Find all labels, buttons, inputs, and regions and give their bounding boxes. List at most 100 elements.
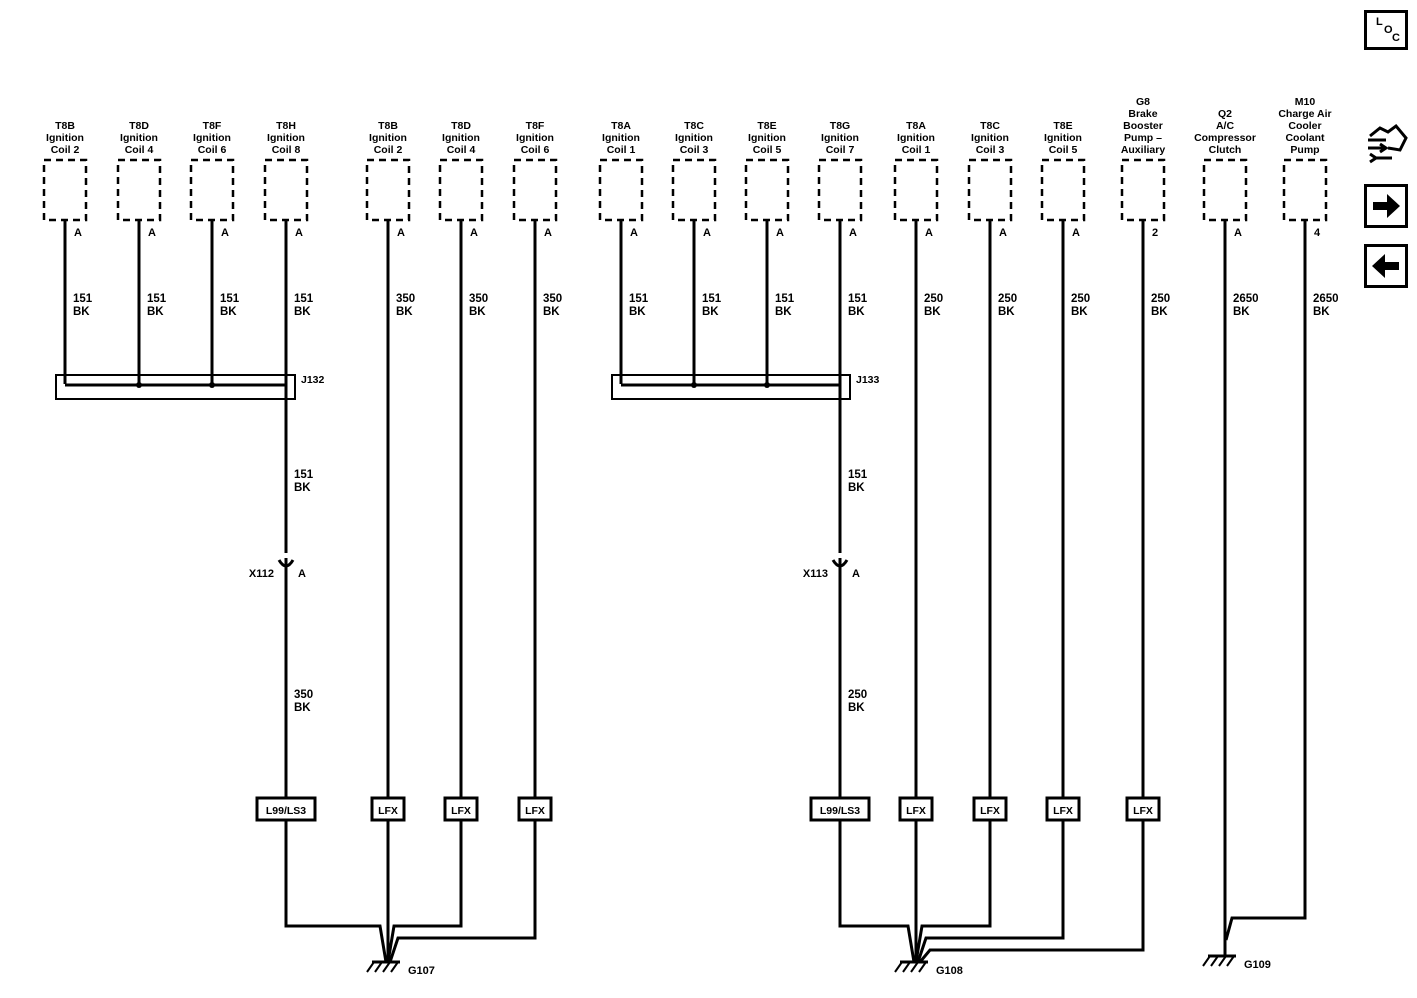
connector-box: [189, 158, 235, 222]
ground-wire: [914, 821, 992, 963]
option-frame: [1045, 796, 1081, 822]
wire-color: BK: [147, 306, 164, 318]
option-box: LFX: [517, 796, 553, 926]
loc-button[interactable]: L O C: [1364, 10, 1408, 50]
splice-dot: [209, 382, 215, 388]
component-label: T8D: [451, 120, 471, 132]
wire-gauge: 250: [924, 293, 943, 305]
wire-color: BK: [294, 482, 311, 494]
ground-wire: [386, 821, 463, 963]
component-label: Coolant: [1285, 132, 1325, 144]
component-label: Coil 2: [51, 144, 80, 156]
splice-label: J132: [301, 374, 325, 386]
ground-label: G109: [1244, 959, 1271, 971]
wire-gauge: 250: [1071, 293, 1090, 305]
pin-label: A: [1072, 227, 1080, 239]
component-label: Coil 5: [753, 144, 782, 156]
connector-box: [42, 158, 88, 222]
pin-label: A: [397, 227, 405, 239]
wire-color: BK: [848, 306, 865, 318]
component-label: T8C: [980, 120, 1000, 132]
wire-gauge: 350: [469, 293, 488, 305]
connector-box: [671, 158, 717, 222]
connector-box: [744, 158, 790, 222]
component-label: Coil 1: [902, 144, 931, 156]
ground-hatch: [1218, 955, 1227, 967]
wire-color: BK: [775, 306, 792, 318]
wire-gauge: 350: [396, 293, 415, 305]
option-frame: [370, 796, 406, 822]
component-label: T8F: [526, 120, 545, 132]
option-label: LFX: [980, 805, 1000, 817]
wire-color: BK: [220, 306, 237, 318]
component-label: Ignition: [46, 132, 84, 144]
splice-dot: [764, 382, 770, 388]
connector-box: [438, 158, 484, 222]
wire-color: BK: [469, 306, 486, 318]
option-frame: [898, 796, 934, 822]
splice-j132: J132: [55, 374, 325, 400]
option-box: L99/LS3: [809, 796, 871, 926]
component-label: Coil 4: [447, 144, 476, 156]
ground-wire: [838, 821, 916, 963]
ground-wire: [284, 821, 388, 963]
pin-label: A: [295, 227, 303, 239]
component-label: Booster: [1123, 120, 1163, 132]
wire-color: BK: [848, 482, 865, 494]
component-label: Ignition: [602, 132, 640, 144]
component-label: Ignition: [821, 132, 859, 144]
loc-letter-l: L: [1376, 16, 1383, 28]
component-label: Ignition: [193, 132, 231, 144]
ground-hatch: [918, 961, 927, 973]
option-box: LFX: [443, 796, 479, 926]
connector-box: [598, 158, 644, 222]
wire-color: BK: [848, 702, 865, 714]
component-label: Coil 4: [125, 144, 154, 156]
prev-page-button[interactable]: [1364, 244, 1408, 288]
wire-color: BK: [1313, 306, 1330, 318]
ground-g107: G107: [284, 821, 537, 977]
component-label: T8C: [684, 120, 704, 132]
ground-wire: [1224, 221, 1307, 941]
wire-color: BK: [1071, 306, 1088, 318]
component-label: Coil 8: [272, 144, 301, 156]
component-label: Ignition: [675, 132, 713, 144]
component-label: Ignition: [897, 132, 935, 144]
component-label: T8B: [378, 120, 398, 132]
wire-color: BK: [702, 306, 719, 318]
splice-label: J133: [856, 374, 880, 386]
component-label: Pump: [1290, 144, 1319, 156]
option-label: L99/LS3: [266, 805, 306, 817]
next-page-button[interactable]: [1364, 184, 1408, 228]
inline-pin: A: [852, 568, 860, 580]
wire-gauge: 151: [73, 293, 93, 305]
component-label: Ignition: [120, 132, 158, 144]
wire-gauge: 151: [775, 293, 795, 305]
component-label: Ignition: [1044, 132, 1082, 144]
component-label: Coil 6: [521, 144, 550, 156]
component-label: Clutch: [1209, 144, 1242, 156]
pin-label: A: [999, 227, 1007, 239]
component-label: Ignition: [442, 132, 480, 144]
splice-j133: J133: [611, 374, 880, 400]
option-frame: [972, 796, 1008, 822]
component-label: T8E: [757, 120, 776, 132]
connector-box: [967, 158, 1013, 222]
wire-color: BK: [396, 306, 413, 318]
component-label: T8H: [276, 120, 296, 132]
component-label: Coil 3: [976, 144, 1005, 156]
component-label: Brake: [1128, 108, 1157, 120]
pin-label: A: [925, 227, 933, 239]
component-label: Ignition: [267, 132, 305, 144]
service-button[interactable]: [1364, 118, 1410, 170]
arrow-right-icon: [1373, 194, 1400, 218]
wire-color: BK: [629, 306, 646, 318]
ground-hatch: [894, 961, 903, 973]
